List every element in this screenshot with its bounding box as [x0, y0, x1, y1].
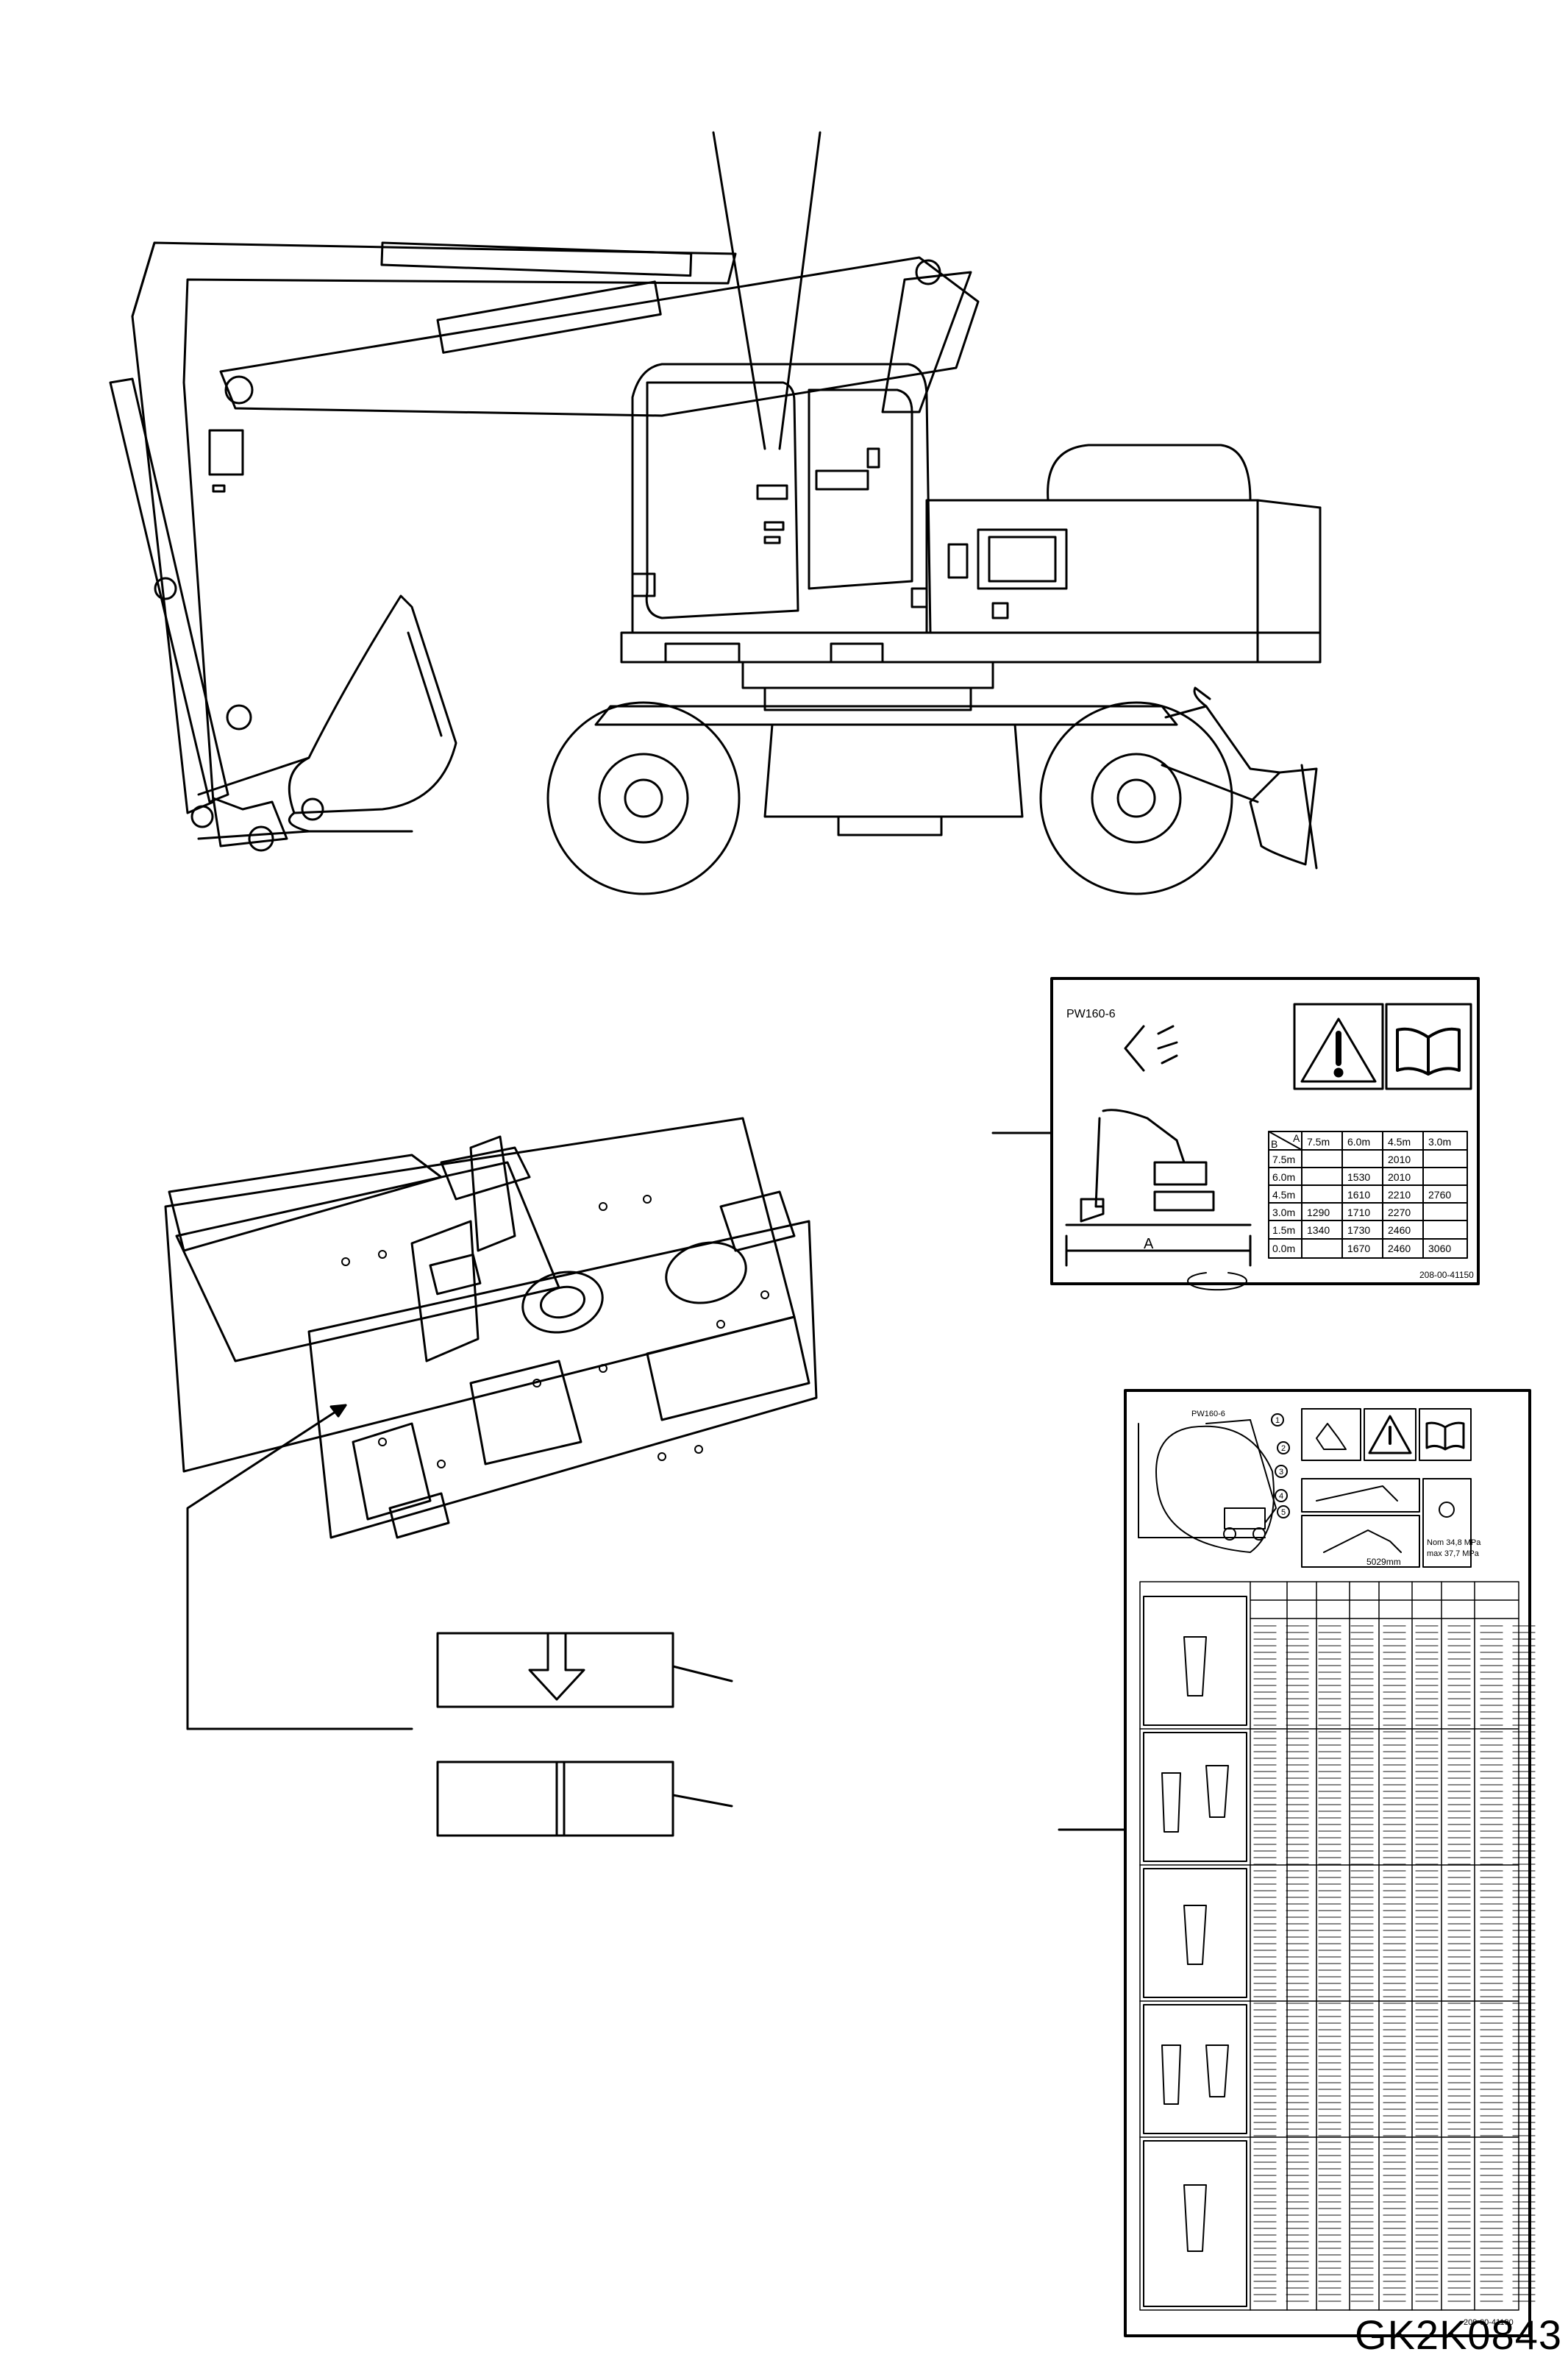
row-c4: 2760: [1428, 1189, 1451, 1201]
hdr-c1: 7.5m: [1307, 1136, 1330, 1148]
pressure-nom: Nom 34,8 MPa: [1427, 1538, 1481, 1547]
row-c3: 2460: [1388, 1224, 1411, 1236]
callout-4: 4: [1279, 1492, 1283, 1501]
row-b: 3.0m: [1272, 1207, 1295, 1218]
excavator-side-view: [109, 131, 1322, 895]
chart-part-number: 209-00-41190: [1464, 2318, 1514, 2327]
callout-3: 3: [1279, 1468, 1283, 1477]
table-fill: [1253, 1625, 1536, 2302]
row-c3: 2210: [1388, 1189, 1411, 1201]
hdr-b: B: [1271, 1138, 1277, 1150]
drawing-code: GK2K0843: [1355, 2312, 1562, 2358]
row-c2: 1610: [1347, 1189, 1370, 1201]
row-c3: 2460: [1388, 1243, 1411, 1254]
arrow-decal: [436, 1632, 733, 1708]
pressure-max: max 37,7 MPa: [1427, 1549, 1480, 1558]
callout-5: 5: [1281, 1508, 1286, 1517]
load-capacity-plate: PW160-6 A 208-00-41150 B A 7.5m 6.0m 4.5…: [991, 977, 1480, 1291]
hdr-a: A: [1293, 1132, 1300, 1144]
reach-label: 5029mm: [1366, 1557, 1401, 1567]
row-b: 4.5m: [1272, 1189, 1295, 1201]
capacity-table: [1268, 1131, 1468, 1259]
row-c4: 3060: [1428, 1243, 1451, 1254]
hdr-c3: 4.5m: [1388, 1136, 1411, 1148]
plate-part-number: 208-00-41150: [1419, 1270, 1474, 1280]
row-c3: 2270: [1388, 1207, 1411, 1218]
row-c3: 2010: [1388, 1171, 1411, 1183]
row-c3: 2010: [1388, 1154, 1411, 1165]
row-c2: 1670: [1347, 1243, 1370, 1254]
row-b: 1.5m: [1272, 1224, 1295, 1236]
callout-1: 1: [1275, 1416, 1280, 1425]
row-c1: 1290: [1307, 1207, 1330, 1218]
row-b: 0.0m: [1272, 1243, 1295, 1254]
hdr-c2: 6.0m: [1347, 1136, 1370, 1148]
callout-2: 2: [1281, 1444, 1286, 1453]
row-b: 6.0m: [1272, 1171, 1295, 1183]
chart-model: PW160-6: [1191, 1410, 1225, 1418]
plate-model: PW160-6: [1066, 1008, 1116, 1020]
row-c1: 1340: [1307, 1224, 1330, 1236]
row-c2: 1710: [1347, 1207, 1370, 1218]
load-chart-plate: PW160-6 1 2 3 4 5 5029mm Nom 34,8 MPa ma…: [1058, 1389, 1536, 2337]
row-c2: 1730: [1347, 1224, 1370, 1236]
outrigger-icons: [1143, 1596, 1247, 2307]
dim-a-label: A: [1144, 1236, 1154, 1252]
hdr-c4: 3.0m: [1428, 1136, 1451, 1148]
row-c2: 1530: [1347, 1171, 1370, 1183]
lift-table: [1139, 1581, 1519, 2311]
chassis-frame-view: [164, 1117, 818, 1730]
split-decal: [436, 1760, 733, 1837]
row-b: 7.5m: [1272, 1154, 1295, 1165]
